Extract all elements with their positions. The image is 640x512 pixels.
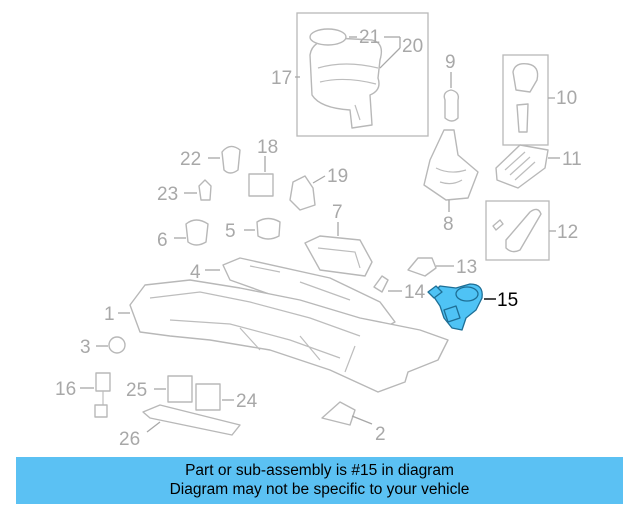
trim-panel-part-4 <box>205 257 396 331</box>
bulb-part-14 <box>373 275 402 293</box>
lighter-kit-group <box>485 200 556 261</box>
knob-set-group <box>502 54 555 146</box>
parts-diagram: 21 20 17 9 8 10 11 12 22 <box>55 12 582 450</box>
callout-11: 11 <box>562 149 582 170</box>
callout-3: 3 <box>80 337 91 358</box>
bracket-part-19 <box>289 175 326 211</box>
callout-18: 18 <box>257 137 278 158</box>
callout-20: 20 <box>402 36 423 57</box>
cup-part-6 <box>174 219 209 246</box>
shift-boot-part <box>423 129 479 212</box>
lighter-part <box>505 208 542 253</box>
lighter-screw-part <box>492 219 504 231</box>
callout-10: 10 <box>556 88 577 109</box>
knob-stem-part <box>516 103 529 133</box>
callout-22: 22 <box>180 149 201 170</box>
callout-5: 5 <box>225 221 236 242</box>
callout-8: 8 <box>443 214 454 235</box>
callout-13: 13 <box>456 257 477 278</box>
switch-part-24 <box>195 383 234 411</box>
callout-26: 26 <box>119 429 140 450</box>
banner-line-2: Diagram may not be specific to your vehi… <box>169 481 470 498</box>
harness-part-16 <box>80 372 111 418</box>
cup-part-5 <box>244 217 281 240</box>
callout-1: 1 <box>104 304 115 325</box>
shift-knob-part <box>443 72 460 122</box>
switch-part-25 <box>154 375 193 403</box>
knob-part <box>512 62 539 93</box>
callout-15: 15 <box>497 290 518 311</box>
armrest-lid-part <box>309 28 347 46</box>
plate-part-26 <box>142 404 241 436</box>
console-part-1 <box>118 279 449 393</box>
callout-12: 12 <box>557 222 578 243</box>
bolt-part-23 <box>184 179 212 201</box>
callout-4: 4 <box>190 262 201 283</box>
callout-25: 25 <box>126 380 147 401</box>
clip-part-2 <box>321 401 373 426</box>
cap-part-22 <box>208 145 241 174</box>
banner-line-1: Part or sub-assembly is #15 in diagram <box>185 462 454 479</box>
plug-part-3 <box>96 336 126 354</box>
callout-23: 23 <box>157 184 178 205</box>
callout-17: 17 <box>271 68 292 89</box>
callout-24: 24 <box>236 391 258 412</box>
tray-part-7 <box>304 222 373 277</box>
armrest-group <box>295 12 429 137</box>
callout-14: 14 <box>404 282 426 303</box>
callout-19: 19 <box>327 166 348 187</box>
info-banner: Part or sub-assembly is #15 in diagram D… <box>16 457 623 504</box>
knob-set-frame <box>502 54 549 146</box>
switch-part-18 <box>248 156 274 197</box>
highlighted-part-15[interactable] <box>427 283 483 331</box>
bezel-part <box>495 144 560 189</box>
callout-9: 9 <box>445 52 456 73</box>
lamp-part-13 <box>407 257 454 277</box>
callout-21: 21 <box>359 27 380 48</box>
callout-6: 6 <box>157 230 168 251</box>
armrest-frame <box>296 12 429 137</box>
callout-16: 16 <box>55 379 76 400</box>
callout-2: 2 <box>375 424 386 445</box>
callout-7: 7 <box>332 202 343 223</box>
